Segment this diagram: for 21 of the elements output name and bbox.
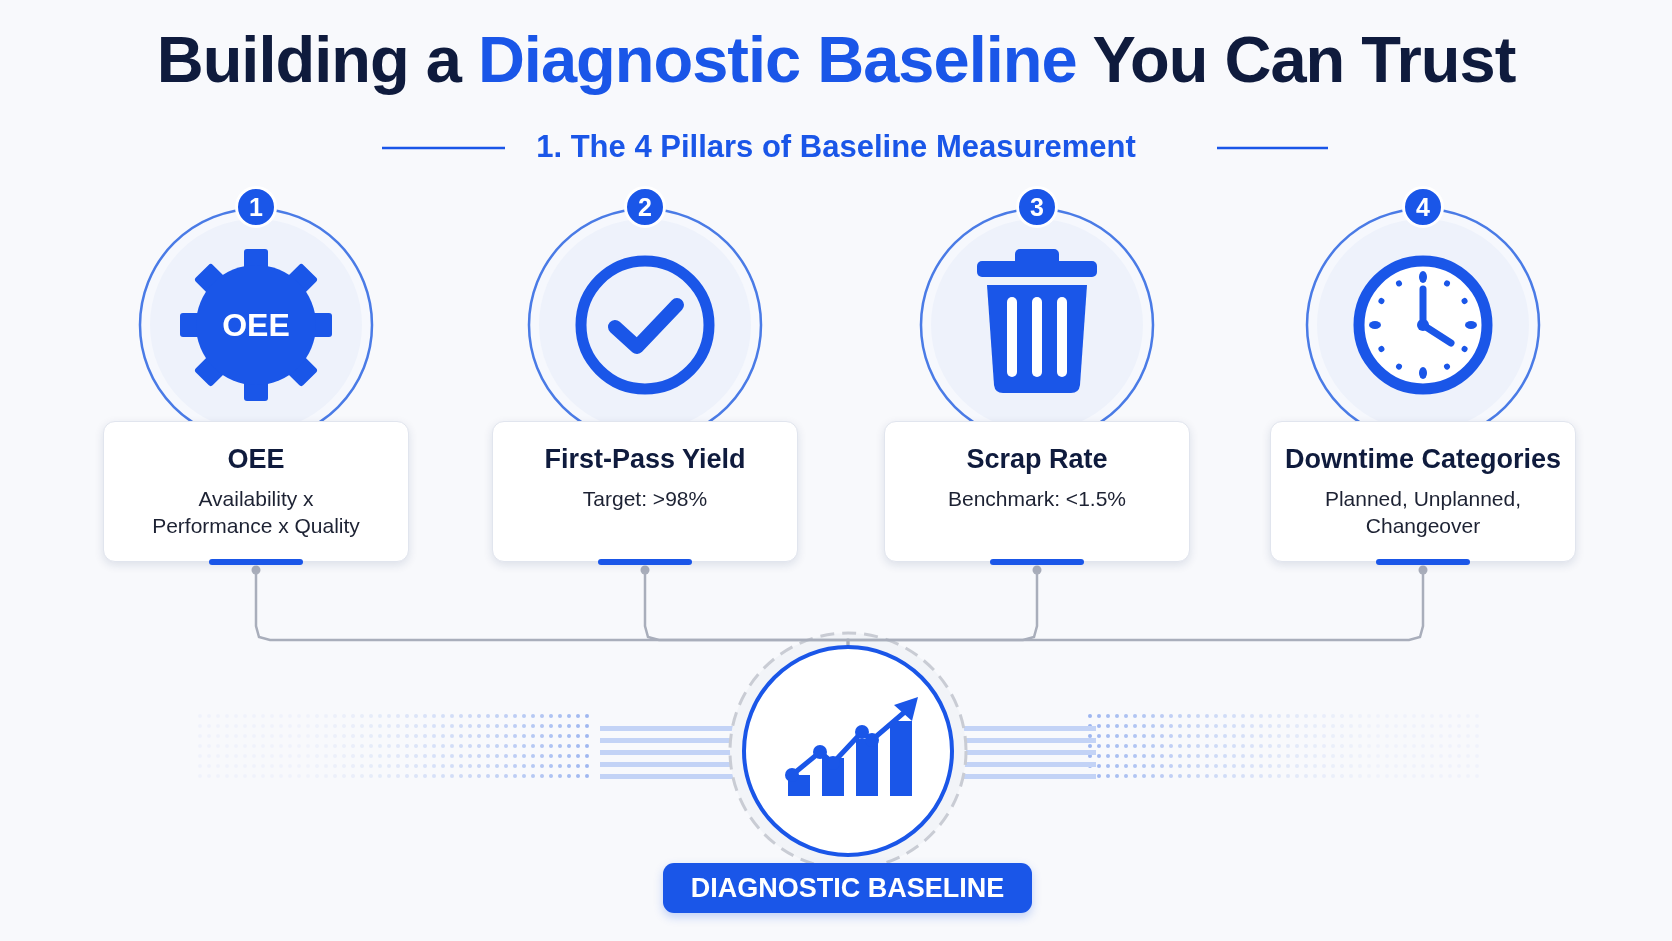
section-heading: 1. The 4 Pillars of Baseline Measurement <box>536 129 1136 164</box>
metric-card <box>103 421 409 562</box>
number-badge: 4 <box>1402 186 1444 228</box>
number-badge: 2 <box>624 186 666 228</box>
number-badge: 3 <box>1016 186 1058 228</box>
metric-card <box>884 421 1190 562</box>
card-heading: Scrap Rate <box>966 444 1108 475</box>
card-description: Planned, Unplanned, Changeover <box>1323 486 1523 540</box>
metric-card <box>492 421 798 562</box>
card-description: Availability x Performance x Quality <box>151 486 361 540</box>
metric-card <box>1270 421 1576 562</box>
label-pill: DIAGNOSTIC BASELINE <box>663 863 1032 913</box>
card-description: Benchmark: <1.5% <box>948 486 1126 512</box>
gear-label: OEE <box>222 306 290 344</box>
card-heading: OEE <box>227 444 285 475</box>
title: Building a Diagnostic Baseline You Can Trust <box>155 22 1517 97</box>
card-description: Target: >98% <box>582 486 708 512</box>
connector-line <box>846 565 1428 646</box>
card-heading: Downtime Categories <box>1284 444 1562 475</box>
number-badge: 1 <box>235 186 277 228</box>
card-heading: First-Pass Yield <box>544 444 746 475</box>
